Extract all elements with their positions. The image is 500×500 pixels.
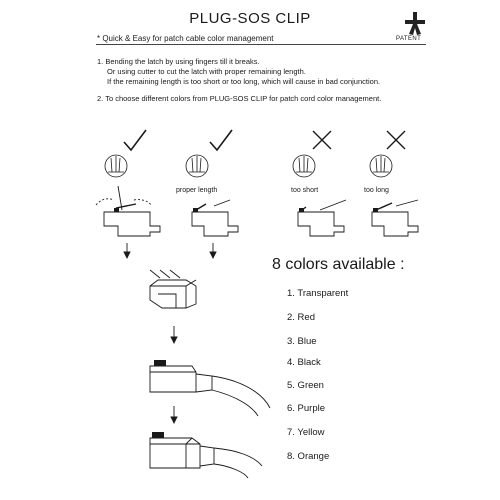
label-too-long: too long <box>364 187 389 194</box>
hand-bending-icon <box>369 154 393 178</box>
plug-with-clip-illustration <box>149 437 263 479</box>
cross-mark-icon <box>386 130 406 150</box>
patent-logo-icon <box>405 12 425 35</box>
connector-side-view <box>103 211 161 237</box>
check-mark-icon <box>123 129 147 152</box>
label-too-short: too short <box>291 187 318 194</box>
color-item: 3. Blue <box>287 336 317 347</box>
connector-side-view <box>371 211 419 237</box>
clip-illustration <box>149 269 197 309</box>
color-item: 7. Yellow <box>287 427 325 438</box>
check-mark-icon <box>209 129 233 152</box>
tagline: * Quick & Easy for patch cable color man… <box>97 34 274 43</box>
page-title: PLUG-SOS CLIP <box>189 10 311 27</box>
color-item: 8. Orange <box>287 451 330 462</box>
color-item: 4. Black <box>287 357 321 368</box>
hand-bending-icon <box>185 154 209 178</box>
color-item: 5. Green <box>287 380 324 391</box>
label-proper-length: proper length <box>176 187 217 194</box>
rj45-plug-illustration <box>149 365 271 417</box>
patent-label: PATENT <box>396 36 422 42</box>
cross-mark-icon <box>312 130 332 150</box>
instruction-step1-line3: If the remaining length is too short or … <box>107 77 381 86</box>
color-item: 1. Transparent <box>287 288 349 299</box>
color-item: 6. Purple <box>287 403 326 414</box>
instruction-step1-line1: 1. Bending the latch by using fingers ti… <box>97 57 260 66</box>
connector-side-view <box>297 211 345 237</box>
colors-heading: 8 colors available : <box>272 256 405 273</box>
hand-bending-icon <box>104 154 128 178</box>
header-divider <box>96 44 426 45</box>
hand-bending-icon <box>292 154 316 178</box>
instruction-step2: 2. To choose different colors from PLUG-… <box>97 94 382 103</box>
connector-side-view <box>191 211 239 237</box>
instruction-step1-line2: Or using cutter to cut the latch with pr… <box>107 67 306 76</box>
color-item: 2. Red <box>287 312 315 323</box>
